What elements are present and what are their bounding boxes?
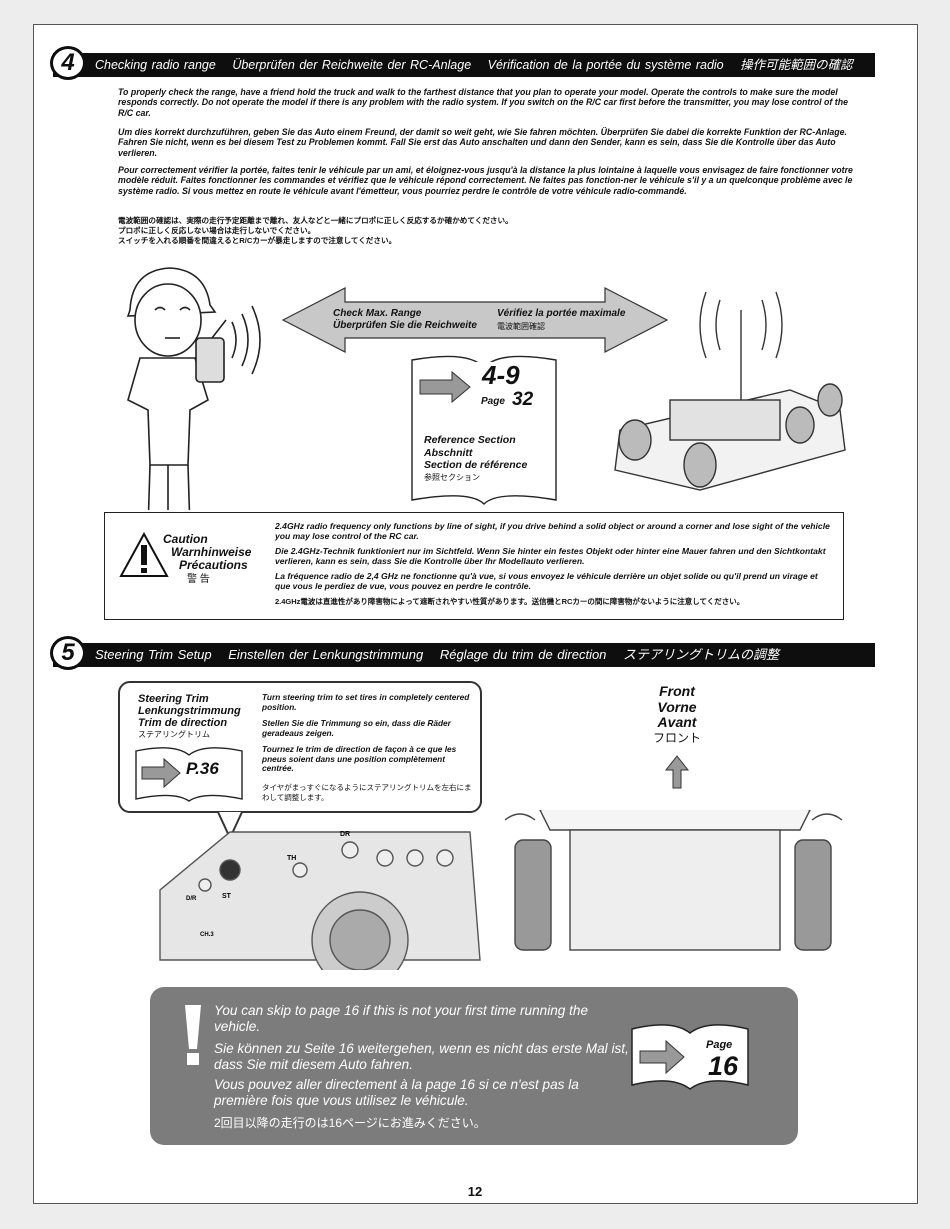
rc-car-illustration — [614, 291, 846, 491]
section-4-title-en: Checking radio range — [95, 58, 216, 72]
caution-label-fr: Précautions — [179, 558, 248, 572]
note-book-number: 16 — [708, 1051, 739, 1081]
arrow-label-de: Überprüfen Sie die Reichweite — [333, 320, 477, 331]
range-double-arrow — [281, 287, 669, 353]
caution-text-jp: 2.4GHz電波は直進性があり障害物によって遮断されやすい性質があります。送信機… — [275, 597, 745, 606]
trim-label-fr: Trim de direction — [138, 717, 228, 729]
front-label-de: Vorne — [657, 698, 697, 715]
section-4-title: Checking radio range Überprüfen der Reic… — [95, 53, 865, 77]
section-5-title-jp: ステアリングトリムの調整 — [623, 647, 780, 662]
note-text-en: You can skip to page 16 if this is not y… — [214, 1003, 589, 1034]
left-tire-icon — [514, 839, 552, 951]
dial-label-dr: DR — [340, 831, 350, 838]
trim-text-jp: タイヤがまっすぐになるようにステアリングトリムを左右にまわして調整します。 — [262, 783, 472, 802]
section-5-title-fr: Réglage du trim de direction — [439, 647, 607, 662]
caution-text-fr: La fréquence radio de 2,4 GHz ne fonctio… — [275, 571, 818, 592]
front-labels: Front Vorne Avant フロント — [650, 683, 704, 746]
chassis-front-view-illustration — [504, 810, 843, 951]
trim-page-ref: P.36 — [186, 759, 219, 778]
section-5-number: 5 — [50, 636, 86, 670]
page-number: 12 — [467, 1184, 483, 1199]
trim-illustration: TH DR ST D/R CH.3 — [159, 810, 843, 970]
ref-line-de: Abschnitt — [424, 446, 473, 459]
section-4-header: 4 Checking radio range Überprüfen der Re… — [50, 46, 875, 80]
trim-labels: Steering Trim Lenkungstrimmung Trim de d… — [138, 693, 241, 741]
book-page-label: Page — [481, 396, 505, 407]
caution-label-de: Warnhinweise — [171, 545, 252, 559]
boy-with-transmitter-illustration — [126, 267, 261, 510]
dial-label-ch3: CH.3 — [200, 932, 214, 938]
section-5-title-en: Steering Trim Setup — [95, 647, 212, 662]
caution-label-en: Caution — [163, 532, 208, 546]
reference-section-labels: Reference Section Abschnitt Section de r… — [424, 434, 527, 484]
trim-label-jp: ステアリングトリム — [138, 730, 210, 739]
trim-reference-book-icon — [135, 747, 243, 802]
ref-line-en: Reference Section — [424, 434, 516, 446]
note-text-jp: 2回目以降の走行のは16ページにお進みください。 — [214, 1116, 486, 1130]
range-text-de: Um dies korrekt durchzuführen, geben Sie… — [118, 127, 847, 158]
front-label-en: Front — [659, 683, 695, 699]
trim-book-arrow-icon — [141, 757, 181, 789]
arrow-label-jp: 電波範囲確認 — [497, 322, 545, 331]
caution-label-jp: 警 告 — [187, 574, 210, 585]
range-text-fr: Pour correctement vérifier la portée, fa… — [118, 165, 853, 196]
front-label-fr: Avant — [657, 714, 697, 730]
book-ref-number: 4-9 — [482, 360, 520, 390]
front-direction-arrow-icon — [664, 755, 690, 789]
steering-trim-knob-icon — [219, 859, 241, 881]
trim-text-fr: Tournez le trim de direction de façon à … — [262, 744, 457, 774]
page-16-book-icon — [631, 1024, 749, 1090]
range-text-jp: 電波範囲の確認は、実際の走行予定距離まで離れ、友人などと一緒にプロポに正しく反応… — [118, 216, 513, 245]
arrow-label-fr: Vérifiez la portée maximale — [497, 308, 626, 319]
range-illustration — [126, 267, 846, 510]
trim-text-de: Stellen Sie die Trimmung so ein, dass di… — [262, 718, 451, 738]
section-5-title-de: Einstellen der Lenkungstrimmung — [228, 647, 424, 662]
section-4-title-jp: 操作可能範囲の確認 — [740, 58, 853, 72]
trim-label-en: Steering Trim — [138, 693, 209, 705]
trim-text-en: Turn steering trim to set tires in compl… — [262, 692, 470, 712]
exclamation-icon — [185, 1005, 201, 1065]
ref-line-fr: Section de référence — [424, 459, 528, 471]
section-5-title: Steering Trim Setup Einstellen der Lenku… — [95, 643, 791, 667]
note-text-de: Sie können zu Seite 16 weitergehen, wenn… — [214, 1041, 629, 1072]
range-text-en: To properly check the range, have a frie… — [118, 87, 848, 118]
section-4-title-de: Überprüfen der Reichweite der RC-Anlage — [232, 58, 472, 72]
caution-box: Caution Warnhinweise Précautions 警 告 2.4… — [104, 512, 844, 620]
section-4-number: 4 — [50, 46, 86, 80]
trim-label-de: Lenkungstrimmung — [138, 705, 241, 717]
page-16-arrow-icon — [639, 1039, 685, 1075]
warning-triangle-icon — [119, 531, 169, 577]
dial-label-st: ST — [222, 893, 232, 900]
reference-book-icon — [411, 355, 557, 505]
note-text-fr: Vous pouvez aller directement à la page … — [214, 1077, 579, 1108]
arrow-label-en: Check Max. Range — [333, 308, 422, 319]
book-page-number: 32 — [512, 389, 534, 410]
caution-text-en: 2.4GHz radio frequency only functions by… — [275, 521, 830, 542]
caution-text-de: Die 2.4GHz-Technik funktioniert nur im S… — [275, 546, 826, 567]
transmitter-closeup-illustration — [159, 831, 481, 970]
steering-trim-callout: Steering Trim Lenkungstrimmung Trim de d… — [118, 681, 482, 813]
skip-ahead-notice: You can skip to page 16 if this is not y… — [150, 987, 798, 1145]
section-5-header: 5 Steering Trim Setup Einstellen der Len… — [50, 636, 875, 670]
note-book-label: Page — [706, 1039, 733, 1051]
right-tire-icon — [794, 839, 832, 951]
ref-line-jp: 参照セクション — [424, 472, 480, 482]
dial-label-d-r: D/R — [186, 896, 197, 902]
book-arrow-icon — [419, 370, 471, 404]
front-label-jp: フロント — [652, 730, 701, 745]
section-4-title-fr: Vérification de la portée du système rad… — [487, 58, 724, 72]
dial-label-th: TH — [287, 855, 296, 862]
